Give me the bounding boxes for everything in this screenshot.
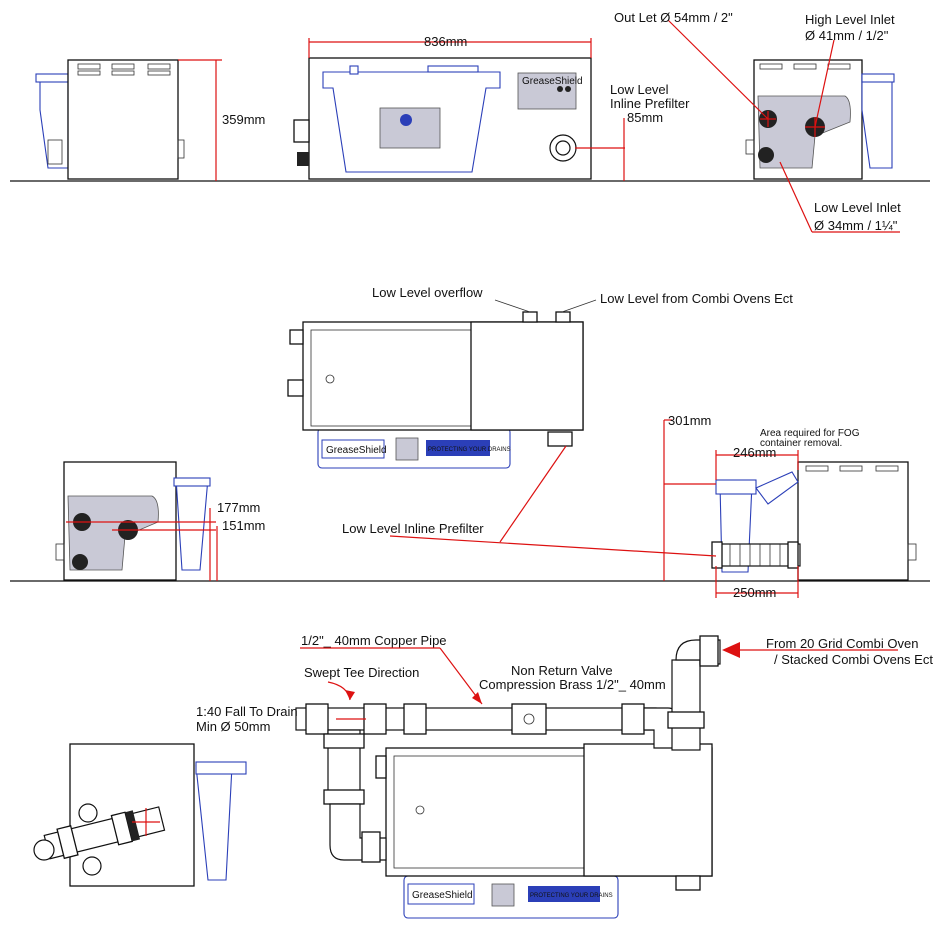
dim-height-359: 359mm <box>222 112 265 127</box>
callout-swept-tee: Swept Tee Direction <box>304 665 419 680</box>
side-view-left-2 <box>55 461 211 581</box>
callout-combi-line2: / Stacked Combi Ovens Ect <box>774 652 933 667</box>
brand-label-bottom: GreaseShield <box>412 890 473 901</box>
side-view-prefilter <box>711 461 917 581</box>
callout-fall-line1: 1:40 Fall To Drain <box>196 704 298 719</box>
front-view-bottom: GreaseShield PROTECTING YOUR DRAINS <box>375 743 713 919</box>
dim-clearance-301: 301mm <box>668 413 711 428</box>
dim-width-836: 836mm <box>424 34 467 49</box>
callout-fall-line2: Min Ø 50mm <box>196 719 270 734</box>
callout-copper-pipe: 1/2"_ 40mm Copper Pipe <box>301 633 447 648</box>
plan-view: GreaseShield PROTECTING YOUR DRAINS <box>287 311 584 469</box>
callout-high-inlet-line1: High Level Inlet <box>805 12 895 27</box>
dim-177: 177mm <box>217 500 260 515</box>
callout-fog-line2: container removal. <box>760 438 842 449</box>
callout-nrv-line2: Compression Brass 1/2"_ 40mm <box>479 677 666 692</box>
side-view-left <box>35 59 185 180</box>
pipework <box>295 635 721 863</box>
callout-low-inlet-line1: Low Level Inlet <box>814 200 901 215</box>
callout-prefilter-mid: Low Level Inline Prefilter <box>342 521 484 536</box>
dim-prefilter-250: 250mm <box>733 585 776 600</box>
callout-outlet: Out Let Ø 54mm / 2" <box>614 10 733 25</box>
brand-tagline-bottom: PROTECTING YOUR DRAINS <box>530 893 613 899</box>
callout-nrv-line1: Non Return Valve <box>511 663 613 678</box>
brand-label-top: GreaseShield <box>522 76 583 87</box>
callout-low-inlet-line2: Ø 34mm / 1¼" <box>814 218 898 233</box>
callout-prefilter-line2: Inline Prefilter <box>610 96 690 111</box>
dim-prefilter-85: 85mm <box>627 110 663 125</box>
callout-high-inlet-line2: Ø 41mm / 1/2" <box>805 28 889 43</box>
callout-fog-line1: Area required for FOG <box>760 428 860 439</box>
dim-151: 151mm <box>222 518 265 533</box>
brand-tagline-plan: PROTECTING YOUR DRAINS <box>428 447 511 453</box>
callout-combi-line1: From 20 Grid Combi Oven <box>766 636 918 651</box>
dim-fog-246: 246mm <box>733 445 776 460</box>
callout-low-overflow: Low Level overflow <box>372 285 483 300</box>
brand-label-plan: GreaseShield <box>326 445 387 456</box>
side-view-bottom-left <box>33 743 247 887</box>
front-view-top: GreaseShield <box>293 57 592 180</box>
callout-low-from-combi: Low Level from Combi Ovens Ect <box>600 291 793 306</box>
callout-prefilter-line1: Low Level <box>610 82 669 97</box>
